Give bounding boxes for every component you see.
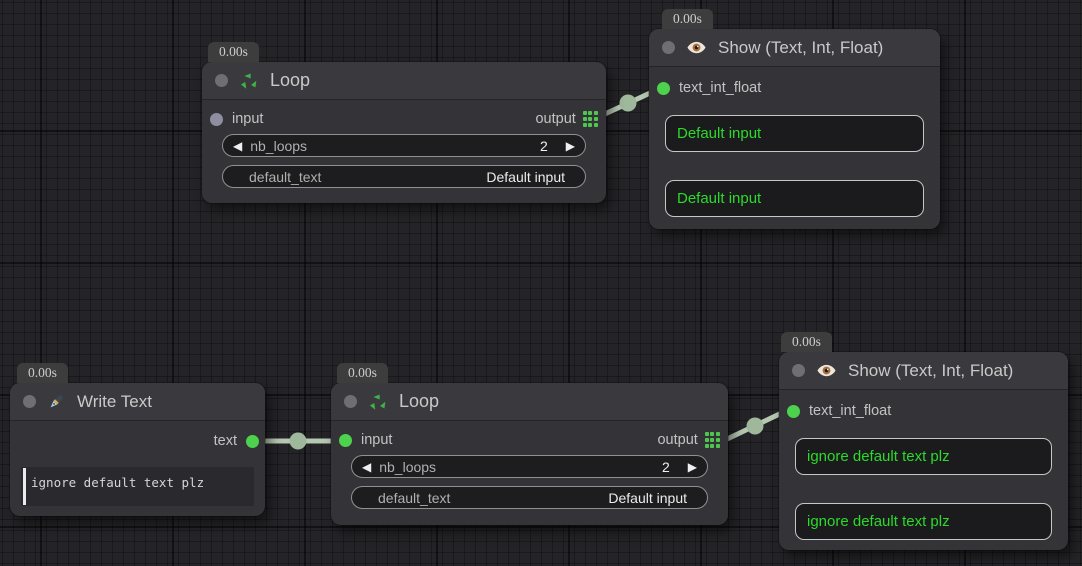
display-box[interactable]: ignore default text plz (795, 438, 1052, 475)
timer-badge: 0.00s (17, 363, 68, 383)
input-port[interactable]: text_int_float (779, 398, 1068, 424)
output-port-label: output (535, 111, 576, 127)
output-port-label: text (213, 433, 237, 449)
pen-icon (47, 392, 66, 411)
output-port-label: output (657, 432, 698, 448)
output-port[interactable]: text (10, 429, 265, 453)
wire-junction[interactable] (746, 417, 764, 435)
output-port-dot[interactable] (246, 434, 259, 448)
timer-badge: 0.00s (337, 363, 388, 383)
stepper-value[interactable]: 2 (661, 458, 670, 475)
input-port-label: input (232, 111, 264, 127)
stepper-right-arrow[interactable]: ▶ (687, 459, 697, 474)
text-field-widget[interactable]: default_text Default input (222, 165, 586, 188)
display-text: Default input (677, 190, 762, 207)
eye-icon (816, 360, 837, 381)
node-show-top[interactable]: 0.00s Show (Text, Int, Float) text_int_f… (649, 9, 940, 229)
input-port[interactable]: text_int_float (649, 75, 940, 101)
node-title: Show (Text, Int, Float) (718, 37, 884, 57)
display-text: ignore default text plz (807, 513, 950, 530)
input-port-label: input (361, 432, 393, 448)
display-box[interactable]: ignore default text plz (795, 503, 1052, 540)
text-field-value[interactable]: Default input (608, 489, 687, 506)
node-header[interactable]: Loop (331, 383, 728, 421)
output-port[interactable]: output (535, 111, 598, 127)
eye-icon (686, 37, 707, 58)
input-port-label: text_int_float (679, 80, 762, 96)
stepper-label: nb_loops (250, 137, 308, 154)
stepper-value[interactable]: 2 (539, 137, 548, 154)
recycle-icon (239, 71, 259, 91)
node-header[interactable]: Show (Text, Int, Float) (779, 352, 1068, 390)
node-header[interactable]: Write Text (10, 383, 265, 421)
node-title: Write Text (77, 391, 152, 411)
wire-junction[interactable] (289, 432, 307, 450)
stepper-left-arrow[interactable]: ◀ (362, 459, 372, 474)
node-header[interactable]: Show (Text, Int, Float) (649, 29, 940, 67)
display-text: Default input (677, 125, 762, 142)
node-show-bottom[interactable]: 0.00s Show (Text, Int, Float) text_int_f… (779, 332, 1068, 550)
text-editor[interactable]: ignore default text plz (21, 467, 254, 506)
editor-text[interactable]: ignore default text plz (31, 475, 205, 490)
node-write-text[interactable]: 0.00s Write Text text ign (10, 363, 265, 516)
display-box[interactable]: Default input (665, 180, 924, 217)
node-title: Show (Text, Int, Float) (848, 360, 1014, 380)
stepper-label: nb_loops (379, 458, 437, 475)
node-header[interactable]: Loop (202, 62, 606, 100)
stepper-right-arrow[interactable]: ▶ (565, 138, 575, 153)
output-grid-icon[interactable] (704, 432, 720, 448)
text-field-widget[interactable]: default_text Default input (351, 486, 708, 509)
node-loop-top[interactable]: 0.00s Loop input output (202, 42, 606, 203)
wire-junction[interactable] (619, 94, 637, 112)
stepper-widget[interactable]: ◀ nb_loops 2 ▶ (222, 134, 586, 157)
text-field-value[interactable]: Default input (486, 168, 565, 185)
input-port-label: text_int_float (809, 403, 892, 419)
input-port-dot[interactable] (210, 112, 223, 126)
input-port[interactable]: input (339, 432, 392, 448)
text-cursor (22, 468, 26, 505)
stepper-widget[interactable]: ◀ nb_loops 2 ▶ (351, 455, 708, 478)
display-box[interactable]: Default input (665, 115, 924, 152)
collapse-dot[interactable] (662, 41, 675, 54)
recycle-icon (368, 392, 388, 412)
output-port[interactable]: output (657, 432, 720, 448)
input-port-dot[interactable] (657, 81, 670, 95)
input-port-dot[interactable] (339, 433, 352, 447)
input-port[interactable]: input (210, 111, 263, 127)
timer-badge: 0.00s (662, 9, 713, 29)
collapse-dot[interactable] (23, 395, 36, 408)
node-title: Loop (270, 70, 311, 90)
collapse-dot[interactable] (215, 74, 228, 87)
display-text: ignore default text plz (807, 448, 950, 465)
node-title: Loop (399, 391, 440, 411)
stepper-left-arrow[interactable]: ◀ (233, 138, 243, 153)
output-grid-icon[interactable] (582, 111, 598, 127)
timer-badge: 0.00s (781, 332, 832, 352)
text-field-label: default_text (249, 168, 322, 185)
collapse-dot[interactable] (792, 364, 805, 377)
timer-badge: 0.00s (208, 42, 259, 62)
node-loop-bottom[interactable]: 0.00s Loop input output (331, 363, 728, 525)
input-port-dot[interactable] (787, 404, 800, 418)
text-field-label: default_text (378, 489, 451, 506)
collapse-dot[interactable] (344, 395, 357, 408)
